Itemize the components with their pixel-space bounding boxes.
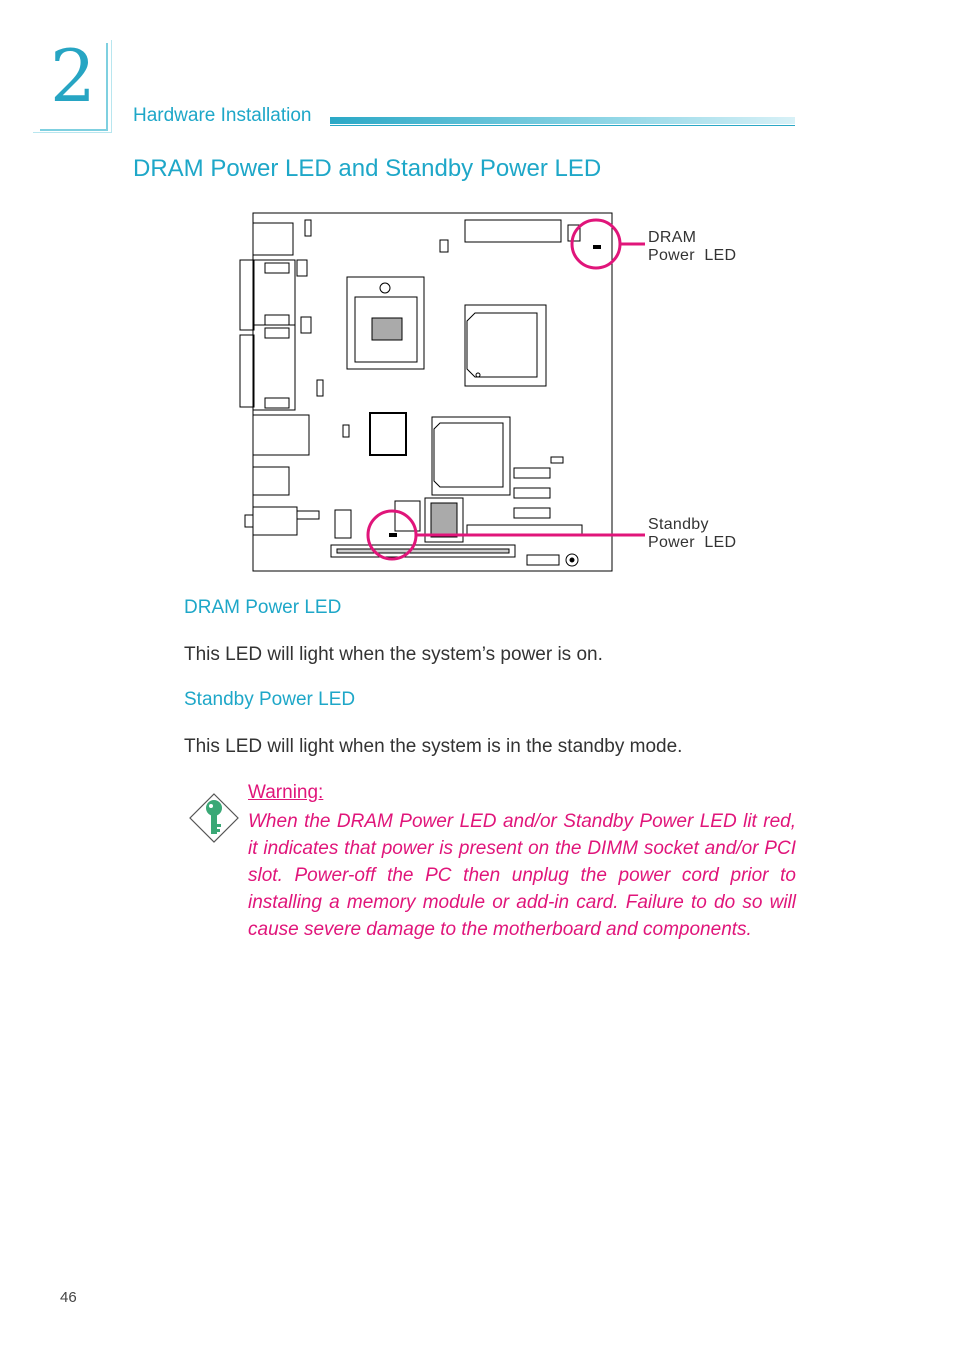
dram-callout-line1: DRAM: [648, 229, 697, 246]
key-icon: [189, 793, 239, 843]
dram-callout-line2: Power LED: [648, 247, 737, 264]
motherboard-diagram: [239, 212, 645, 572]
warning-title: Warning:: [248, 782, 324, 803]
chapter-box-outline: [33, 40, 112, 133]
dram-text: This LED will light when the system’s po…: [184, 644, 603, 665]
standby-callout-label: Standby Power LED: [648, 516, 736, 552]
chapter-box: [40, 43, 108, 131]
chapter-number: 2: [50, 34, 96, 118]
standby-heading: Standby Power LED: [184, 689, 356, 710]
page-number: 46: [60, 1289, 77, 1306]
warning-text: When the DRAM Power LED and/or Standby P…: [248, 811, 796, 940]
dram-callout-label: DRAM Power LED: [648, 229, 736, 265]
section-header: Hardware Installation: [133, 105, 312, 126]
dram-heading: DRAM Power LED: [184, 597, 342, 618]
dram-highlight-circle: [570, 218, 622, 270]
page-title: DRAM Power LED and Standby Power LED: [133, 155, 602, 182]
standby-led-mark: [389, 533, 397, 537]
header-bar: [330, 117, 795, 124]
header-rule: [330, 125, 795, 126]
dram-led-mark: [593, 245, 601, 249]
standby-callout-line1: Standby: [648, 516, 709, 533]
standby-text: This LED will light when the system is i…: [184, 736, 683, 757]
standby-callout-line2: Power LED: [648, 534, 737, 551]
